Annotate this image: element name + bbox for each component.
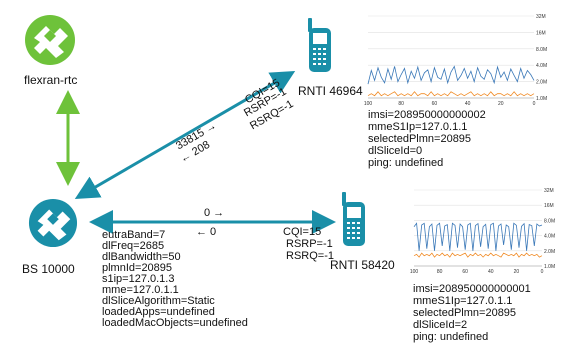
ue1-label: RNTI 46964 <box>298 84 363 98</box>
bs-info: eutraBand=7 dlFreq=2685 dlBandwidth=50 p… <box>102 230 248 329</box>
ue2-info-line: selectedPlmn=20895 <box>413 307 517 319</box>
throughput-series-line <box>367 65 535 85</box>
ue1-info: imsi=208950000000002 mmeS1Ip=127.0.1.1 s… <box>368 110 486 170</box>
ue2-info-line: imsi=208950000000001 <box>413 283 531 295</box>
ue2-dl-counter: ← 0 <box>196 226 217 238</box>
ue2-label: RNTI 58420 <box>330 258 395 272</box>
bs-info-line: dlBandwidth=50 <box>102 251 181 263</box>
bs-info-line: mme=127.0.1.1 <box>102 284 179 296</box>
ue1-throughput-chart: 32M 16M 8.0M 4.0M 2.0M 1.0M 100 80 60 40 20 0 <box>364 6 554 110</box>
bs-info-line: dlSliceAlgorithm=Static <box>102 295 215 307</box>
baseline-series-line <box>413 252 543 258</box>
bs-info-line: dlFreq=2685 <box>102 240 165 252</box>
x-tick-label: 0 <box>541 269 544 275</box>
ue2-info: imsi=208950000000001 mmeS1Ip=127.0.1.1 s… <box>413 284 531 344</box>
ue1-info-line: selectedPlmn=20895 <box>368 133 472 145</box>
bs-info-line: plmnId=20895 <box>102 262 173 274</box>
x-tick-label: 0 <box>533 101 536 107</box>
ue1-info-line: mmeS1Ip=127.0.1.1 <box>368 121 468 133</box>
bs-info-line: loadedApps=undefined <box>102 306 215 318</box>
x-tick-label: 20 <box>498 101 504 107</box>
y-tick-label: 8.0M <box>544 218 555 224</box>
throughput-series-line <box>413 222 543 251</box>
y-tick-label: 32M <box>536 14 546 20</box>
x-tick-label: 40 <box>465 101 471 107</box>
flexran-logo-icon <box>25 15 75 65</box>
x-tick-label: 80 <box>437 269 443 275</box>
x-tick-label: 100 <box>410 269 418 275</box>
x-tick-label: 40 <box>488 269 494 275</box>
ue1-info-line: dlSliceId=0 <box>368 145 423 157</box>
mobile-phone-icon <box>308 18 331 72</box>
x-tick-label: 100 <box>364 101 372 107</box>
x-tick-label: 20 <box>514 269 520 275</box>
ue2-info-line: dlSliceId=2 <box>413 319 468 331</box>
ue2-ul-counter: 0 → <box>204 207 225 219</box>
y-tick-label: 32M <box>544 188 554 194</box>
bs-ue1-link <box>74 70 296 200</box>
bs-node[interactable] <box>28 198 78 253</box>
bs-label: BS 10000 <box>22 262 75 276</box>
controller-label: flexran-rtc <box>24 73 78 87</box>
bs-info-line: loadedMacObjects=undefined <box>102 317 248 329</box>
flexran-logo-icon <box>28 198 78 248</box>
ue1-node[interactable] <box>306 18 334 79</box>
x-tick-label: 80 <box>398 101 404 107</box>
bs-info-line: s1ip=127.0.1.3 <box>102 273 175 285</box>
baseline-series-line <box>367 91 535 97</box>
y-tick-label: 2.0M <box>544 249 555 255</box>
bs-info-line: eutraBand=7 <box>102 229 166 241</box>
y-tick-label: 1.0M <box>544 264 555 270</box>
y-tick-label: 2.0M <box>536 80 547 86</box>
ue2-cqi: CQI=15 <box>283 226 322 238</box>
controller-node[interactable] <box>24 14 76 71</box>
y-tick-label: 4.0M <box>544 234 555 240</box>
x-tick-label: 60 <box>432 101 438 107</box>
x-tick-label: 60 <box>462 269 468 275</box>
ue2-rsrq: RSRQ=-1 <box>286 250 334 262</box>
y-tick-label: 1.0M <box>536 96 547 102</box>
y-tick-label: 16M <box>544 203 554 209</box>
ue2-throughput-chart: 32M 16M 8.0M 4.0M 2.0M 1.0M 100 80 60 40 20 0 <box>410 180 560 278</box>
ue1-info-line: ping: undefined <box>368 157 444 169</box>
y-tick-label: 8.0M <box>536 47 547 53</box>
ue2-node[interactable] <box>340 192 368 253</box>
ue2-info-line: ping: undefined <box>413 331 489 343</box>
y-tick-label: 4.0M <box>536 63 547 69</box>
y-tick-label: 16M <box>536 30 546 36</box>
mobile-phone-icon <box>342 192 365 246</box>
ue2-info-line: mmeS1Ip=127.0.1.1 <box>413 295 513 307</box>
ue1-info-line: imsi=208950000000002 <box>368 109 486 121</box>
ue2-rsrp: RSRP=-1 <box>286 238 333 250</box>
